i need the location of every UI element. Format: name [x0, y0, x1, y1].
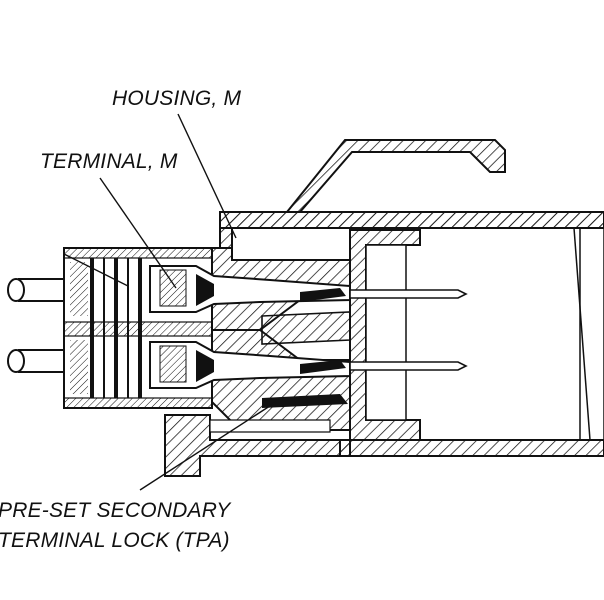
male-terminals — [149, 265, 468, 389]
male-housing — [164, 139, 604, 477]
housing-label: HOUSING, M — [112, 87, 242, 110]
wires — [7, 278, 64, 373]
tpa-lock — [261, 311, 351, 408]
tpa-label-line-1: PRE-SET SECONDARY — [0, 499, 231, 522]
tpa-label-line-2: TERMINAL LOCK (TPA) — [0, 529, 230, 552]
terminal-label: TERMINAL, M — [40, 150, 178, 173]
leader-lines — [63, 113, 277, 491]
